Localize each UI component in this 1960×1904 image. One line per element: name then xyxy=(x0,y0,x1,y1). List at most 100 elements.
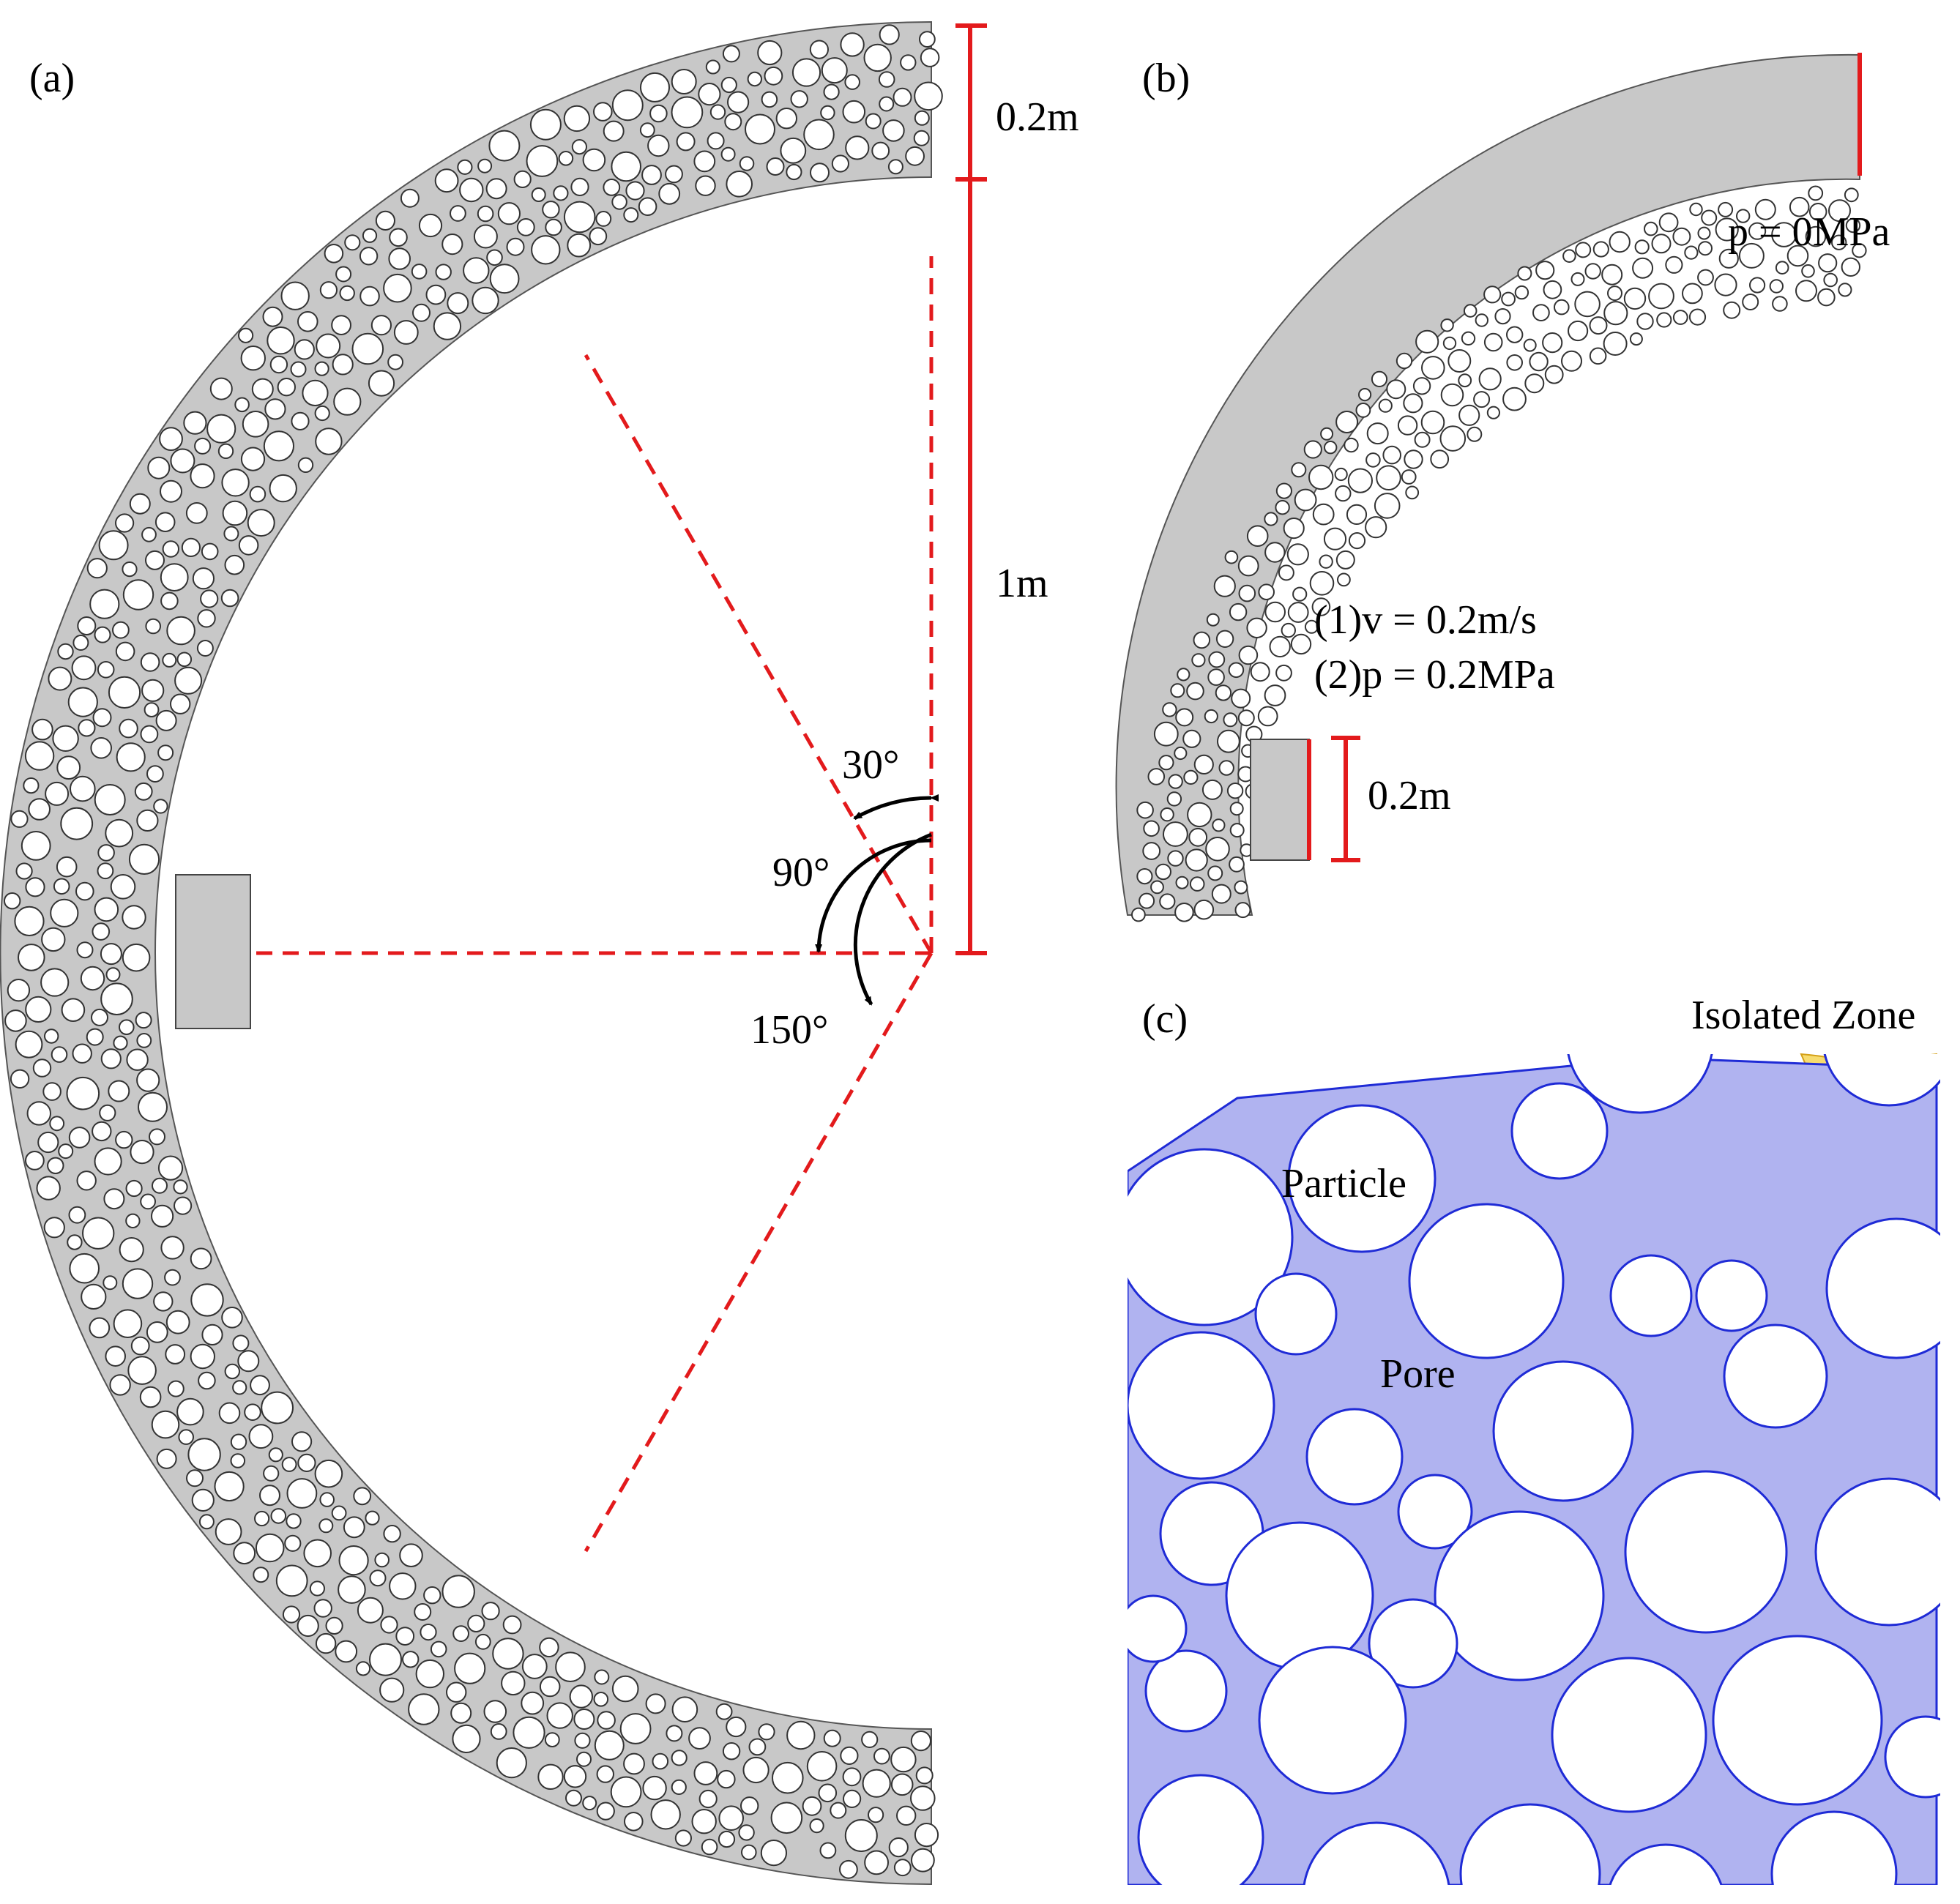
particle-circle xyxy=(739,156,755,171)
particle-circle xyxy=(1215,684,1232,701)
particle-circle xyxy=(238,327,254,343)
particle-circle xyxy=(1177,668,1190,682)
particle-circle xyxy=(232,1380,247,1395)
particle-circle xyxy=(167,1380,185,1397)
particle-circle xyxy=(1805,225,1827,247)
particle-circle xyxy=(1831,234,1847,250)
particle-circle xyxy=(4,892,21,910)
particle-circle xyxy=(183,411,207,435)
particle-circle xyxy=(338,1545,369,1576)
ring-b-particles xyxy=(1131,185,1867,922)
particle-circle xyxy=(1335,550,1355,570)
particle-circle xyxy=(501,1670,526,1696)
particle-circle xyxy=(151,1204,174,1228)
particle-circle xyxy=(166,616,195,646)
particle-circle xyxy=(1494,308,1511,325)
particle-circle xyxy=(165,1344,186,1364)
particle-circle xyxy=(842,1767,862,1787)
particle-circle xyxy=(115,1130,133,1149)
particle-circle xyxy=(100,1048,122,1069)
particle-circle xyxy=(1131,907,1146,922)
particle-circle xyxy=(1143,820,1160,837)
particle-circle xyxy=(57,643,74,660)
particle-circle xyxy=(747,71,763,87)
particle-circle xyxy=(60,807,94,840)
particle-circle xyxy=(840,1746,859,1765)
particle-circle xyxy=(187,1438,221,1471)
particle-circle xyxy=(652,1752,669,1770)
particle-circle xyxy=(472,286,499,315)
particle-circle xyxy=(1226,783,1244,799)
particle-circle xyxy=(563,1765,587,1788)
particle-circle xyxy=(565,1789,582,1807)
particle-circle xyxy=(1770,1810,1898,1885)
particle-circle xyxy=(48,666,72,691)
particle-circle xyxy=(1234,902,1251,919)
particle-circle xyxy=(122,943,151,972)
particle-circle xyxy=(286,1513,302,1529)
particle-circle xyxy=(1246,525,1269,548)
particle-circle xyxy=(1136,801,1154,819)
particle-circle xyxy=(1275,664,1292,682)
particle-circle xyxy=(40,968,70,997)
particle-circle xyxy=(119,1237,144,1263)
particle-circle xyxy=(1128,1148,1294,1326)
particle-circle xyxy=(201,542,219,561)
panel-c: (c) Isolated Zone Particle Pore xyxy=(1128,993,1940,1885)
particle-circle xyxy=(1150,880,1164,895)
particle-circle xyxy=(1174,903,1194,922)
particle-circle xyxy=(108,1080,130,1102)
particle-circle xyxy=(412,303,431,322)
particle-circle xyxy=(339,285,355,302)
particle-circle xyxy=(1795,280,1817,302)
particle-circle xyxy=(1772,296,1788,312)
particle-circle xyxy=(224,554,245,575)
particle-circle xyxy=(666,1725,683,1742)
particle-circle xyxy=(748,1738,767,1756)
particle-circle xyxy=(1430,449,1450,469)
particle-circle xyxy=(15,862,33,880)
particle-circle xyxy=(375,210,396,231)
particle-circle xyxy=(1634,239,1650,255)
particle-circle xyxy=(477,205,494,223)
particle-circle xyxy=(1155,863,1172,881)
particle-circle xyxy=(844,1819,878,1852)
panel-b: (b) p = 0MPa (1)v = 0.2m/s (2)p = 0.2MPa… xyxy=(1115,53,1890,922)
particle-circle xyxy=(640,72,670,102)
particle-circle xyxy=(41,927,66,952)
particle-circle xyxy=(1287,1104,1437,1253)
particle-circle xyxy=(1211,884,1231,904)
particle-circle xyxy=(423,1586,441,1605)
particle-circle xyxy=(411,264,428,280)
particle-circle xyxy=(21,831,51,861)
particle-circle xyxy=(1589,347,1607,365)
particle-circle xyxy=(369,1569,387,1587)
particle-circle xyxy=(82,1217,115,1250)
particle-circle xyxy=(194,437,212,455)
particle-circle xyxy=(1636,313,1654,330)
particle-circle xyxy=(185,502,208,524)
particle-circle xyxy=(707,132,725,150)
particle-circle xyxy=(415,1659,444,1689)
particle-circle xyxy=(1258,1646,1407,1795)
particle-circle xyxy=(56,856,78,878)
particle-circle xyxy=(1589,316,1608,335)
particle-circle xyxy=(802,1796,822,1816)
particle-circle xyxy=(896,1805,917,1826)
particle-circle xyxy=(237,1350,260,1373)
particle-circle xyxy=(119,718,138,739)
particle-circle xyxy=(539,1637,559,1658)
particle-circle xyxy=(1163,821,1188,847)
particle-circle xyxy=(1543,280,1562,299)
particle-circle xyxy=(223,526,239,542)
particle-circle xyxy=(1624,1470,1788,1634)
particle-circle xyxy=(247,509,275,537)
particle-circle xyxy=(209,377,233,400)
particle-circle xyxy=(722,1742,741,1761)
particle-circle xyxy=(1334,467,1348,482)
particle-circle xyxy=(531,235,561,265)
particle-circle xyxy=(1524,373,1545,394)
particle-circle xyxy=(1201,779,1223,800)
particle-circle xyxy=(268,1447,283,1463)
porous-ring-b xyxy=(1115,53,1860,916)
